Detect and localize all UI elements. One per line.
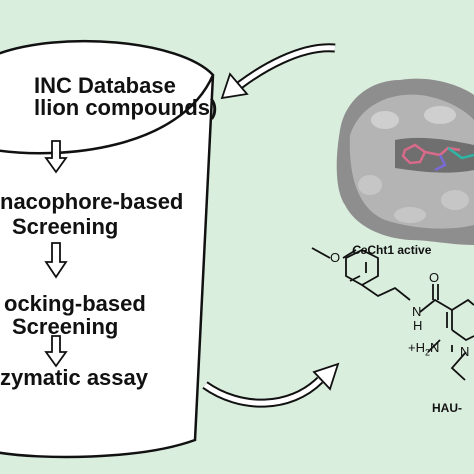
ligand-sticks bbox=[401, 143, 474, 172]
step-3-line1: zymatic assay bbox=[0, 365, 148, 390]
amide-n-label: N bbox=[412, 304, 422, 319]
protein-caption-rest: Cht1 active bbox=[367, 243, 432, 257]
protein-caption-italic: Ce bbox=[352, 243, 368, 257]
carbonyl-o-label: O bbox=[429, 270, 440, 285]
amine-label: +H2N bbox=[408, 340, 439, 358]
protein-surface-image bbox=[336, 78, 474, 245]
curved-arrow-top-icon bbox=[220, 43, 336, 100]
methoxy-o-label: O bbox=[330, 250, 341, 265]
step-1-line2: Screening bbox=[12, 214, 119, 239]
funnel-title-line1: INC Database bbox=[34, 73, 176, 98]
step-2-line2: Screening bbox=[12, 314, 119, 339]
step-1-line1: nacophore-based bbox=[0, 189, 184, 214]
amide-h-label: H bbox=[413, 318, 423, 333]
protein-caption: CeCht1 active bbox=[352, 243, 431, 257]
down-arrow-icon bbox=[44, 140, 68, 174]
curved-arrow-bottom-icon bbox=[202, 362, 340, 408]
molecule-skeleton bbox=[311, 247, 474, 381]
down-arrow-icon bbox=[44, 242, 68, 279]
funnel-title-line2: llion compounds) bbox=[34, 95, 218, 120]
amine-n: N bbox=[430, 340, 440, 355]
ring-n-label: N bbox=[460, 344, 470, 359]
amine-subscript: 2 bbox=[424, 347, 430, 358]
down-arrow-icon bbox=[44, 335, 68, 368]
compound-name: HAU- bbox=[432, 401, 462, 415]
step-2-line1: ocking-based bbox=[4, 291, 146, 316]
amine-prefix: +H bbox=[408, 340, 425, 355]
